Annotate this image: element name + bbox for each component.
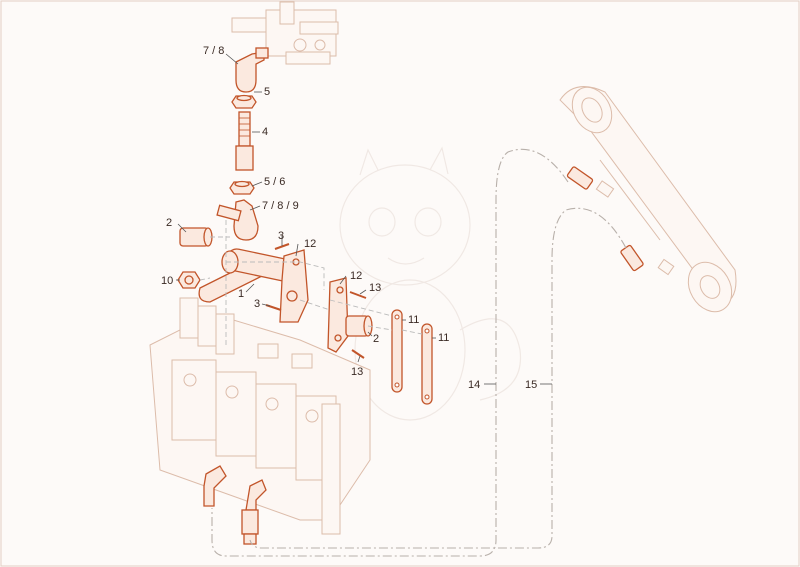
threaded-rod: [235, 111, 254, 171]
leader-lines: [176, 53, 552, 385]
callout-2-right: 2: [373, 333, 379, 345]
link-bar-11a: [391, 309, 403, 393]
callout-4: 4: [262, 126, 268, 138]
assembly-lines: [199, 220, 423, 345]
elbow-fitting-right: [241, 479, 267, 545]
pins-13: [349, 291, 367, 359]
lever-shaft: [198, 248, 309, 323]
callout-12-b: 12: [350, 270, 362, 282]
callout-11-b: 11: [438, 332, 449, 344]
watermark-mascot: [339, 146, 522, 421]
callout-5-6: 5 / 6: [264, 176, 285, 188]
cylinder-fitting-lower: [620, 244, 675, 276]
link-plate-12: [327, 277, 349, 353]
ball-joint-top: [235, 47, 269, 93]
bushing-left: [179, 227, 213, 247]
elbow-fitting-left: [203, 465, 227, 507]
hose-14: [211, 148, 569, 557]
callout-2-left: 2: [166, 217, 172, 229]
callout-15: 15: [525, 379, 537, 391]
callout-13-a: 13: [369, 282, 381, 294]
callout-13-b: 13: [351, 366, 363, 378]
hose-15: [249, 207, 627, 549]
hydraulic-cylinder-ghost: [559, 86, 737, 313]
callout-12-a: 12: [304, 238, 316, 250]
callout-14: 14: [468, 379, 480, 391]
callout-3-top: 3: [278, 230, 284, 242]
nut-washer-lower: [229, 180, 255, 195]
pin-upper: [274, 243, 290, 250]
cylinder-fitting-upper: [566, 166, 615, 198]
lock-nut: [177, 271, 201, 289]
link-bar-11b: [421, 323, 433, 405]
top-bracket-ghost: [231, 1, 339, 65]
control-valve-ghost: [149, 297, 371, 535]
callout-11-a: 11: [408, 314, 419, 326]
callout-3-low: 3: [254, 298, 260, 310]
callout-1: 1: [238, 288, 244, 300]
nut-top: [231, 94, 257, 109]
callout-5-top: 5: [264, 86, 270, 98]
callout-7-8-9: 7 / 8 / 9: [262, 200, 299, 212]
callout-7-8-top: 7 / 8: [203, 45, 224, 57]
ball-joint-lower: [216, 199, 259, 241]
callout-10: 10: [161, 275, 173, 287]
